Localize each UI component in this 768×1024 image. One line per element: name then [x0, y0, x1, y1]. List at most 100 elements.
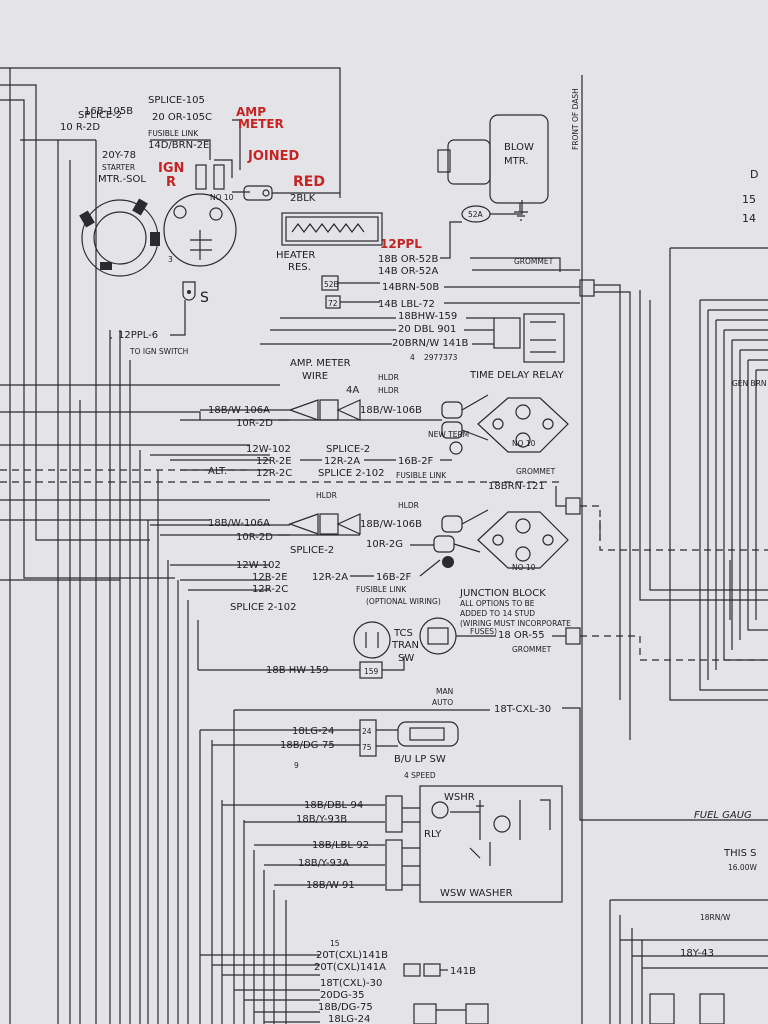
all-options: ALL OPTIONS TO BE [460, 599, 535, 608]
time-delay: TIME DELAY RELAY [469, 370, 564, 381]
handwritten-2blk: 2BLK [290, 193, 316, 204]
handwritten-r: R [166, 175, 176, 190]
splice2-b: SPLICE-2 [290, 545, 334, 556]
added-to-stud: ADDED TO 14 STUD [460, 609, 535, 618]
blow-mtr-2: MTR. [504, 156, 529, 167]
w14blbl72: 14B LBL-72 [378, 299, 435, 310]
w12r2e: 12R-2E [256, 456, 292, 467]
w18bw106a: 18B/W-106A [208, 405, 270, 416]
alt: ALT. [208, 466, 227, 477]
auto: AUTO [432, 698, 453, 707]
w18lg24b: 18LG-24 [328, 1014, 370, 1024]
handwritten-amp: AMP [236, 105, 266, 119]
conn-72: 72 [328, 299, 338, 308]
fusible-link-b: FUSIBLE LINK [356, 585, 407, 594]
blower-motor [437, 114, 549, 221]
w20dbl901: 20 DBL 901 [398, 324, 456, 335]
fuel-gauge: FUEL GAUG [694, 810, 752, 821]
amp-meter-wire-2: WIRE [302, 371, 328, 382]
splice2-top: SPLICE-2 [78, 110, 122, 121]
to-ign: TO IGN SWITCH [129, 347, 188, 356]
wiring-note-2: FUSES) [470, 627, 497, 636]
w18blbl92: 18B/LBL-92 [312, 840, 369, 851]
heater-resistor [281, 212, 383, 246]
conn-4a: 4A [346, 385, 359, 396]
num-3-label: 3 [168, 255, 173, 264]
no10-jb2: NO 10 [512, 563, 536, 572]
no10-label: NO 10 [210, 193, 234, 202]
hldr-3: HLDR [316, 491, 337, 500]
conn-159: 159 [364, 667, 379, 676]
s-label: S [200, 290, 209, 306]
w18b52b: 18B OR-52B [378, 254, 439, 265]
conn-52b: 52B [324, 280, 339, 289]
handwritten-12ppl: 12PPL [380, 237, 422, 251]
w18bdg75: 18B/DG-75 [280, 740, 335, 751]
w12r2c: 12R-2C [256, 468, 292, 479]
grommet-2: GROMMET [516, 467, 556, 476]
w12w102b: 12W-102 [236, 560, 281, 571]
fusible-link: FUSIBLE LINK [396, 471, 447, 480]
w16b105b: 16B-105B [84, 106, 133, 117]
brn-w: 18RN/W [700, 913, 731, 922]
w10r2d: 10R-2D [236, 418, 273, 429]
w12r2c-b: 12R-2C [252, 584, 288, 595]
w12ppl6: 12PPL-6 [118, 330, 158, 341]
optional-wiring: (OPTIONAL WIRING) [366, 597, 441, 606]
w18bhw159b: 18B HW-159 [266, 665, 328, 676]
bu-lp-sw: B/U LP SW [394, 754, 446, 765]
w12w102: 12W-102 [246, 444, 291, 455]
w18bhw159: 18BHW-159 [398, 311, 457, 322]
backup-lamp-switch [376, 721, 459, 747]
four-speed: 4 SPEED [404, 771, 436, 780]
wsw-washer: WSW WASHER [440, 888, 513, 899]
grommet-3: GROMMET [512, 645, 552, 654]
blow-mtr-1: BLOW [504, 142, 534, 153]
conn-75: 75 [362, 743, 372, 752]
grommet-top [579, 279, 595, 297]
w18tcxl30: 18T-CXL-30 [494, 704, 551, 715]
num-9: 9 [294, 761, 299, 770]
w14dbrn2e: 14D/BRN-2E [148, 140, 209, 151]
w16b2f: 16B-2F [398, 456, 434, 467]
w20dg35: 20DG-35 [320, 990, 365, 1001]
w10r2d-top: 10 R-2D [60, 122, 100, 133]
w20tcxl141a: 20T(CXL)141A [314, 962, 386, 973]
tcs: TCS [393, 628, 413, 639]
handwritten-joined: JOINED [247, 149, 299, 164]
this-s: THIS S [723, 848, 756, 859]
gen-brn: GEN BRN [732, 379, 767, 388]
tran-1: TRAN [391, 640, 419, 651]
grommet-1: GROMMET [514, 257, 554, 266]
w18by93a: 18B/Y-93A [298, 858, 349, 869]
w18bw91: 18B/W-91 [306, 880, 355, 891]
num-4: 4 [410, 353, 415, 362]
w10r2g: 10R-2G [366, 539, 403, 550]
w12r2e-b: 12R-2E [252, 572, 288, 583]
w14bor52a: 14B OR-52A [378, 266, 439, 277]
w18bdbl94: 18B/DBL-94 [304, 800, 363, 811]
w16b2f-b: 16B-2F [376, 572, 412, 583]
w18bw106b-2: 18B/W-106B [360, 519, 422, 530]
handwritten-ign: IGN [158, 161, 184, 176]
right-d: D [750, 168, 758, 181]
w20or105c: 20 OR-105C [152, 112, 212, 123]
rly: RLY [424, 829, 442, 840]
w20tcxl141b: 20T(CXL)141B [316, 950, 388, 961]
w18bdg75b: 18B/DG-75 [318, 1002, 373, 1013]
starter-sol-1: STARTER [102, 163, 135, 172]
w18by93b: 18B/Y-93B [296, 814, 347, 825]
heater-res-2: RES. [288, 262, 311, 273]
w10r2d-2: 10R-2D [236, 532, 273, 543]
hldr-2: HLDR [378, 386, 399, 395]
w20y78: 20Y-78 [102, 150, 136, 161]
handwritten-red: RED [293, 174, 325, 190]
starter-motor-solenoid [79, 193, 237, 301]
heater-res-1: HEATER [276, 250, 315, 261]
wshr: WSHR [444, 792, 475, 803]
amp-meter-wire-1: AMP. METER [290, 358, 351, 369]
new-term: NEW TERM [428, 430, 469, 439]
w20brnw141b: 20BRN/W 141B [392, 338, 469, 349]
junction-block-2 [477, 511, 569, 569]
w12r2a: 12R-2A [324, 456, 360, 467]
